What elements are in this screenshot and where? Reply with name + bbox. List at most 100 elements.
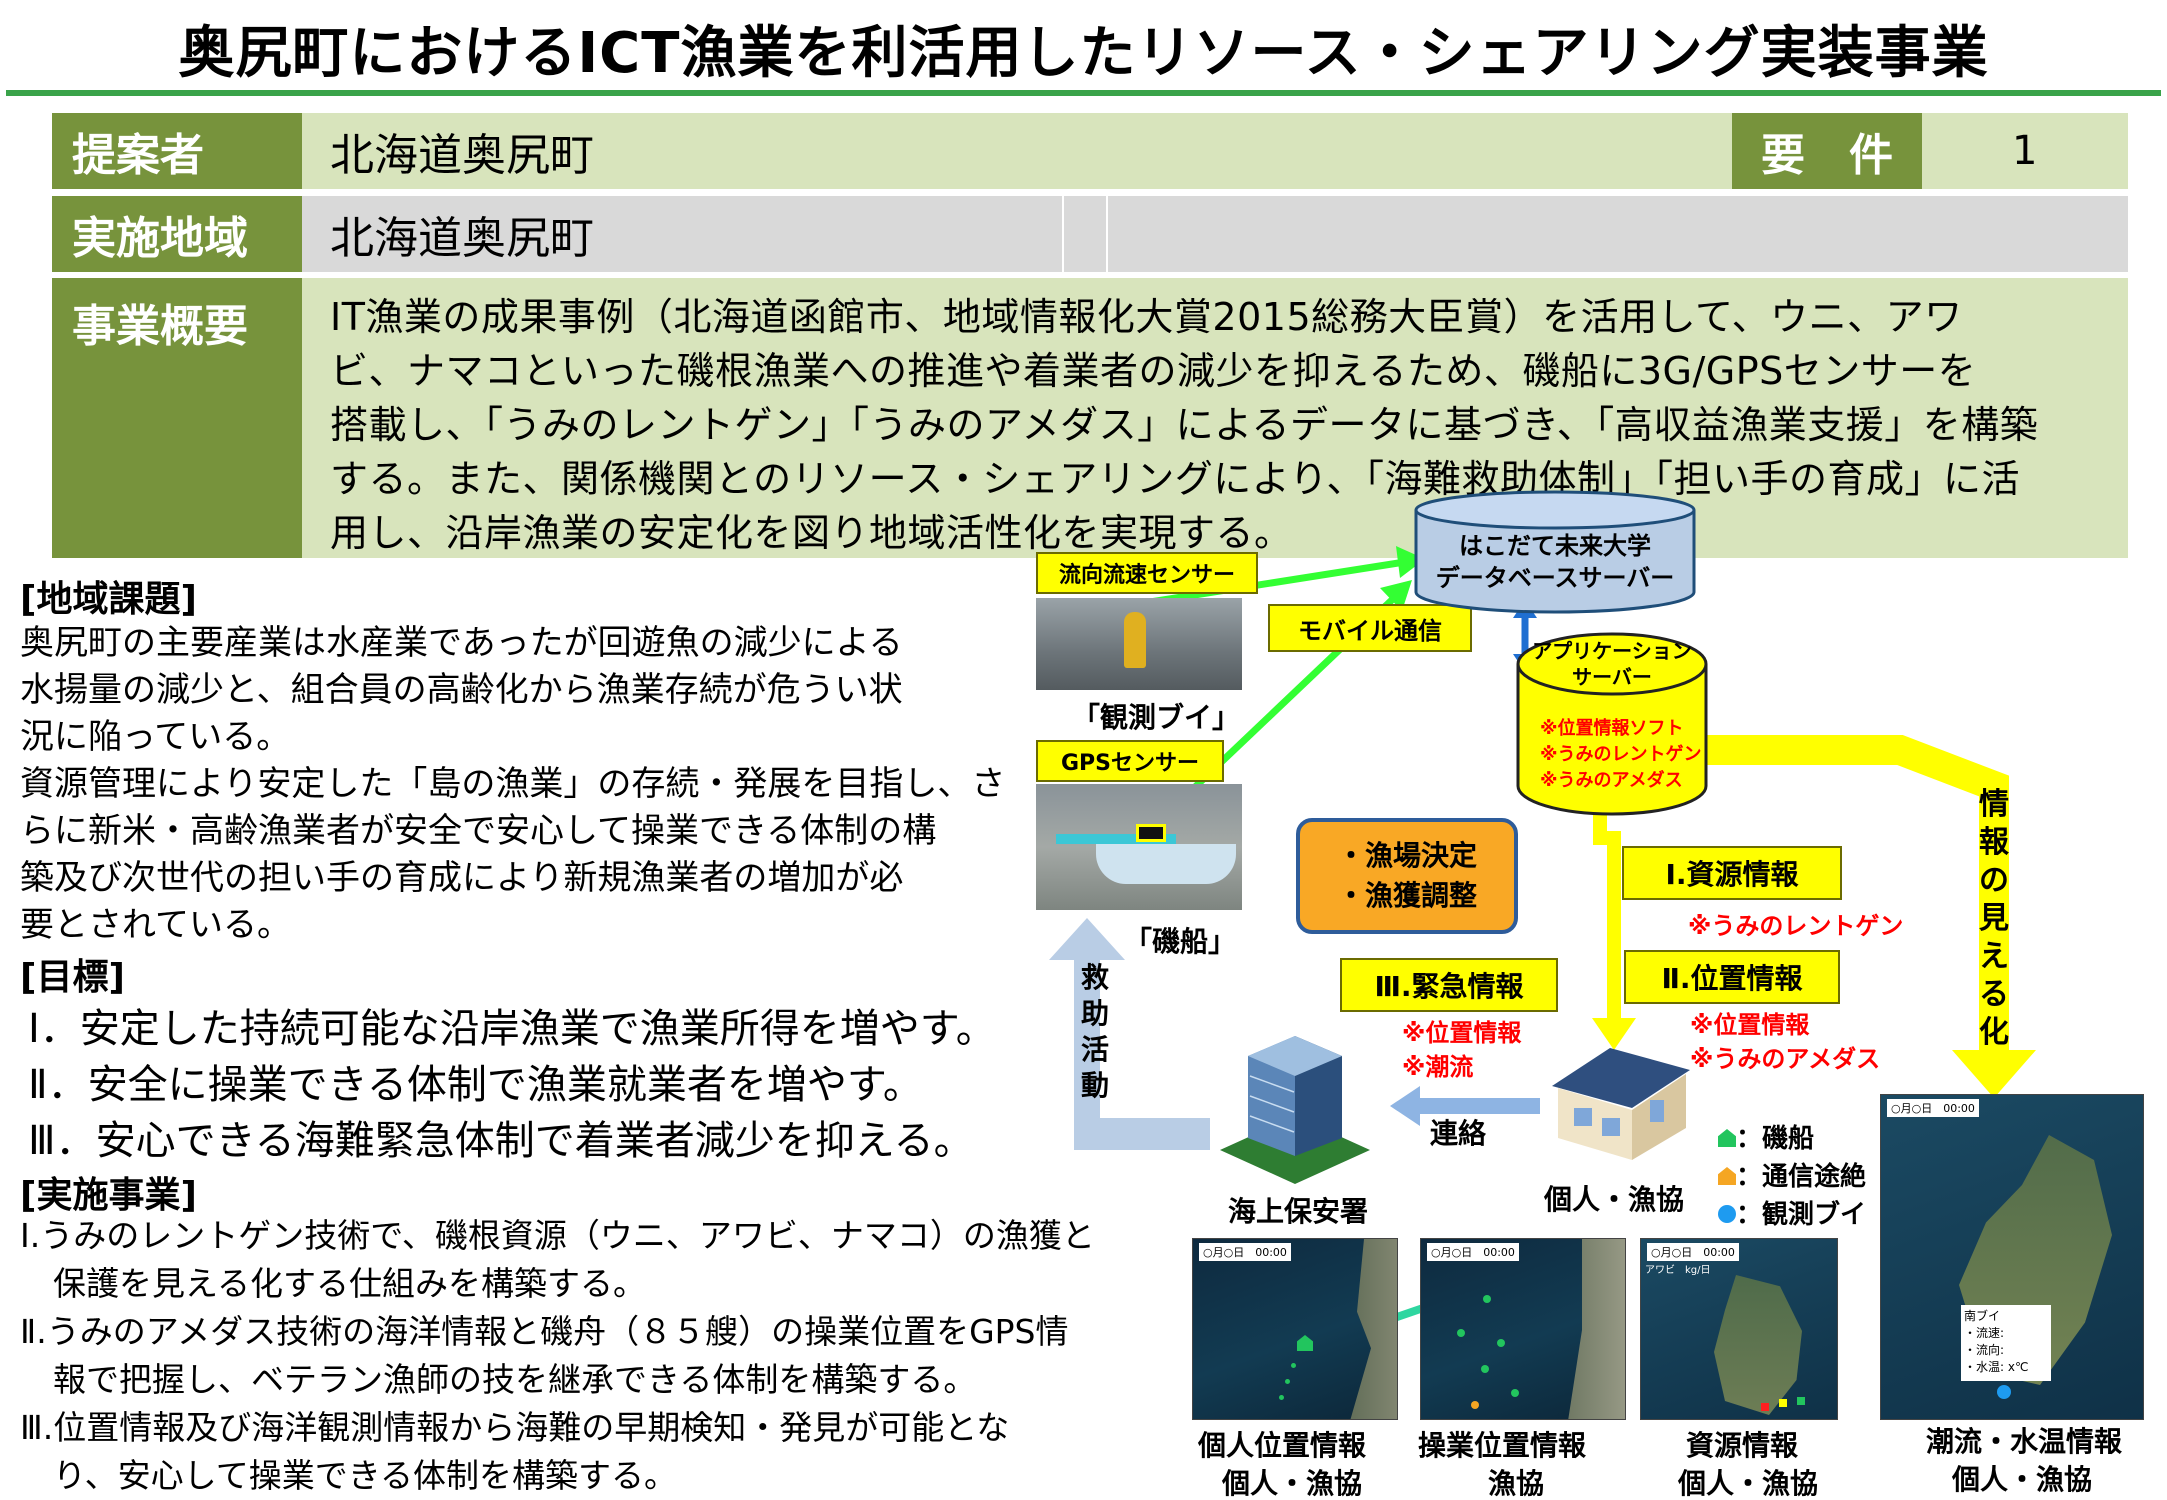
area-label: 実施地域 [52, 196, 302, 272]
resource-marker [1779, 1399, 1787, 1407]
app-server-label: アプリケーション サーバー [1514, 638, 1710, 690]
buoy-marker-icon [1718, 1205, 1736, 1223]
requirement-label: 要 件 [1732, 113, 1922, 189]
track-dot [1291, 1363, 1296, 1368]
db-server-line: データベースサーバー [1435, 564, 1675, 592]
resource-marker [1797, 1397, 1805, 1405]
map-timestamp: ○月○日 00:00 [1427, 1243, 1519, 1261]
boat-hull-icon [1096, 844, 1236, 884]
title-underline [6, 90, 2161, 96]
summary-line: 搭載し、「うみのレントゲン」「うみのアメダス」によるデータに基づき、「高収益漁業… [330, 403, 2039, 447]
goal-item: Ⅱ．安全に操業できる体制で漁業就業者を増やす。 [28, 1062, 923, 1108]
operation-position-map: ○月○日 00:00 [1420, 1238, 1626, 1420]
issue-line: 築及び次世代の担い手の育成により新規漁業者の増加が必 [20, 858, 904, 898]
legend-label: ：磯船 [1736, 1124, 1815, 1154]
resource-info-box: Ⅰ.資源情報 [1622, 846, 1842, 900]
buoy-dot [1997, 1385, 2011, 1399]
coastline [1568, 1239, 1625, 1419]
area-row-bg [52, 196, 2128, 272]
boat-dot [1511, 1389, 1519, 1397]
map-subcaption: 個人・漁協 [1678, 1467, 1819, 1500]
coast-guard-building-icon [1220, 1036, 1370, 1184]
impl-line: 報で把握し、ベテラン漁師の技を継承できる体制を構築する。 [20, 1360, 977, 1399]
gps-device-icon [1136, 824, 1166, 842]
map-caption: 潮流・水温情報 [1926, 1425, 2123, 1458]
area-cell-divider [1062, 196, 1064, 272]
buoy-icon [1124, 612, 1146, 668]
buoy-panel-line: 南ブイ [1964, 1309, 2001, 1323]
goal-item: Ⅰ．安定した持続可能な沿岸漁業で漁業所得を増やす。 [28, 1006, 996, 1052]
decision-line: ・漁場決定 [1336, 839, 1477, 872]
map-subcaption: 漁協 [1488, 1467, 1545, 1500]
buoy-to-db-arrow [1149, 558, 1406, 606]
impl-line: Ⅱ.うみのアメダス技術の海洋情報と磯舟（８５艘）の操業位置をGPS情 [20, 1312, 1069, 1351]
db-server-label: はこだて未来大学 データベースサーバー [1420, 530, 1690, 594]
summary-line: ビ、ナマコといった磯根漁業への推進や着業者の減少を抑えるため、磯船に3G/GPS… [330, 349, 1977, 393]
boat-marker-icon [1718, 1129, 1736, 1147]
issue-line: 奥尻町の主要産業は水産業であったが回遊魚の減少による [20, 623, 903, 663]
db-server-cylinder [1414, 490, 1696, 614]
boat-caption: 「磯船」 [1124, 925, 1237, 958]
impl-heading: [実施事業] [20, 1175, 197, 1216]
buoy-panel-line: ・流向: [1964, 1343, 2005, 1357]
db-server-line: はこだて未来大学 [1459, 532, 1651, 560]
issue-line: 水揚量の減少と、組合員の高齢化から漁業存続が危うい状 [20, 670, 903, 710]
lost-dot [1471, 1401, 1479, 1409]
house-icon [1552, 1048, 1690, 1160]
boat-dot [1481, 1365, 1489, 1373]
legend-label: ：観測ブイ [1736, 1200, 1867, 1230]
island-shape [1714, 1275, 1802, 1415]
position-info-note: ※うみのアメダス [1690, 1045, 1881, 1073]
app-server-item: ※位置情報ソフト [1540, 718, 1684, 739]
boat-dot [1497, 1339, 1505, 1347]
map-caption: 個人位置情報 [1198, 1429, 1367, 1462]
issue-heading: [地域課題] [20, 579, 197, 620]
decision-box: ・漁場決定 ・漁獲調整 [1296, 818, 1518, 934]
resource-marker [1761, 1403, 1769, 1411]
position-info-note: ※位置情報 [1690, 1011, 1810, 1039]
coastline [1350, 1239, 1397, 1419]
buoy-photo [1036, 598, 1242, 690]
position-info-notes: ※位置情報 ※うみのアメダス [1690, 1008, 1880, 1076]
rescue-arrow [1049, 918, 1210, 1150]
flow-sensor-label: 流向流速センサー [1036, 552, 1258, 594]
area-cell-divider [1106, 196, 1108, 272]
issue-line: 況に陥っている。 [20, 717, 291, 757]
buoy-info-panel: 南ブイ ・流速: ・流向: ・水温: x℃ [1961, 1305, 2051, 1381]
map-timestamp: ○月○日 00:00 [1199, 1243, 1291, 1261]
mobile-label: モバイル通信 [1268, 604, 1472, 652]
contact-label: 連絡 [1430, 1117, 1487, 1150]
visualize-arrow [1700, 735, 2009, 1060]
summary-line: IT漁業の成果事例（北海道函館市、地域情報化大賞2015総務大臣賞）を活用して、… [330, 295, 1963, 339]
decision-line: ・漁獲調整 [1336, 879, 1477, 912]
impl-line: Ⅰ.うみのレントゲン技術で、磯根資源（ウニ、アワビ、ナマコ）の漁獲と [20, 1216, 1095, 1255]
summary-line: する。また、関係機関とのリソース・シェアリングにより、「海難救助体制」「担い手の… [330, 457, 2020, 501]
position-info-box: Ⅱ.位置情報 [1624, 950, 1840, 1004]
buoy-to-db-arrow-head [1396, 546, 1425, 578]
buoy-panel-line: ・水温: x℃ [1964, 1360, 2029, 1374]
app-server-line: サーバー [1572, 665, 1652, 689]
gps-sensor-label: GPSセンサー [1036, 740, 1224, 782]
app-server-cylinder [1516, 632, 1708, 816]
visualize-arrow-head [1952, 1050, 2036, 1098]
summary-label: 事業概要 [52, 278, 302, 558]
map-subcaption: 個人・漁協 [1952, 1463, 2093, 1496]
lost-marker-icon [1718, 1167, 1736, 1185]
goal-heading: [目標] [20, 957, 125, 998]
issue-line: らに新米・高齢漁業者が安全で安心して操業できる体制の構 [20, 811, 937, 851]
proposer-label: 提案者 [52, 113, 302, 189]
house-label: 個人・漁協 [1544, 1183, 1685, 1216]
impl-line: り、安心して操業できる体制を構築する。 [20, 1456, 678, 1495]
emergency-info-box: Ⅲ.緊急情報 [1340, 958, 1558, 1012]
current-temperature-map: ○月○日 00:00 南ブイ ・流速: ・流向: ・水温: x℃ [1880, 1094, 2144, 1420]
rescue-label: 救助活動 [1080, 961, 1109, 1102]
requirement-value: 1 [2012, 128, 2038, 174]
map-timestamp: ○月○日 00:00 [1647, 1243, 1739, 1261]
map-timestamp: ○月○日 00:00 [1887, 1099, 1979, 1117]
legend-item-lost: ：通信途絶 [1718, 1158, 1866, 1196]
emergency-info-notes: ※位置情報 ※潮流 [1402, 1016, 1521, 1084]
track-dot [1285, 1379, 1290, 1384]
emergency-info-note: ※位置情報 [1402, 1019, 1522, 1047]
app-server-item: ※うみのアメダス [1540, 770, 1683, 791]
boat-stripe-icon [1056, 834, 1176, 844]
